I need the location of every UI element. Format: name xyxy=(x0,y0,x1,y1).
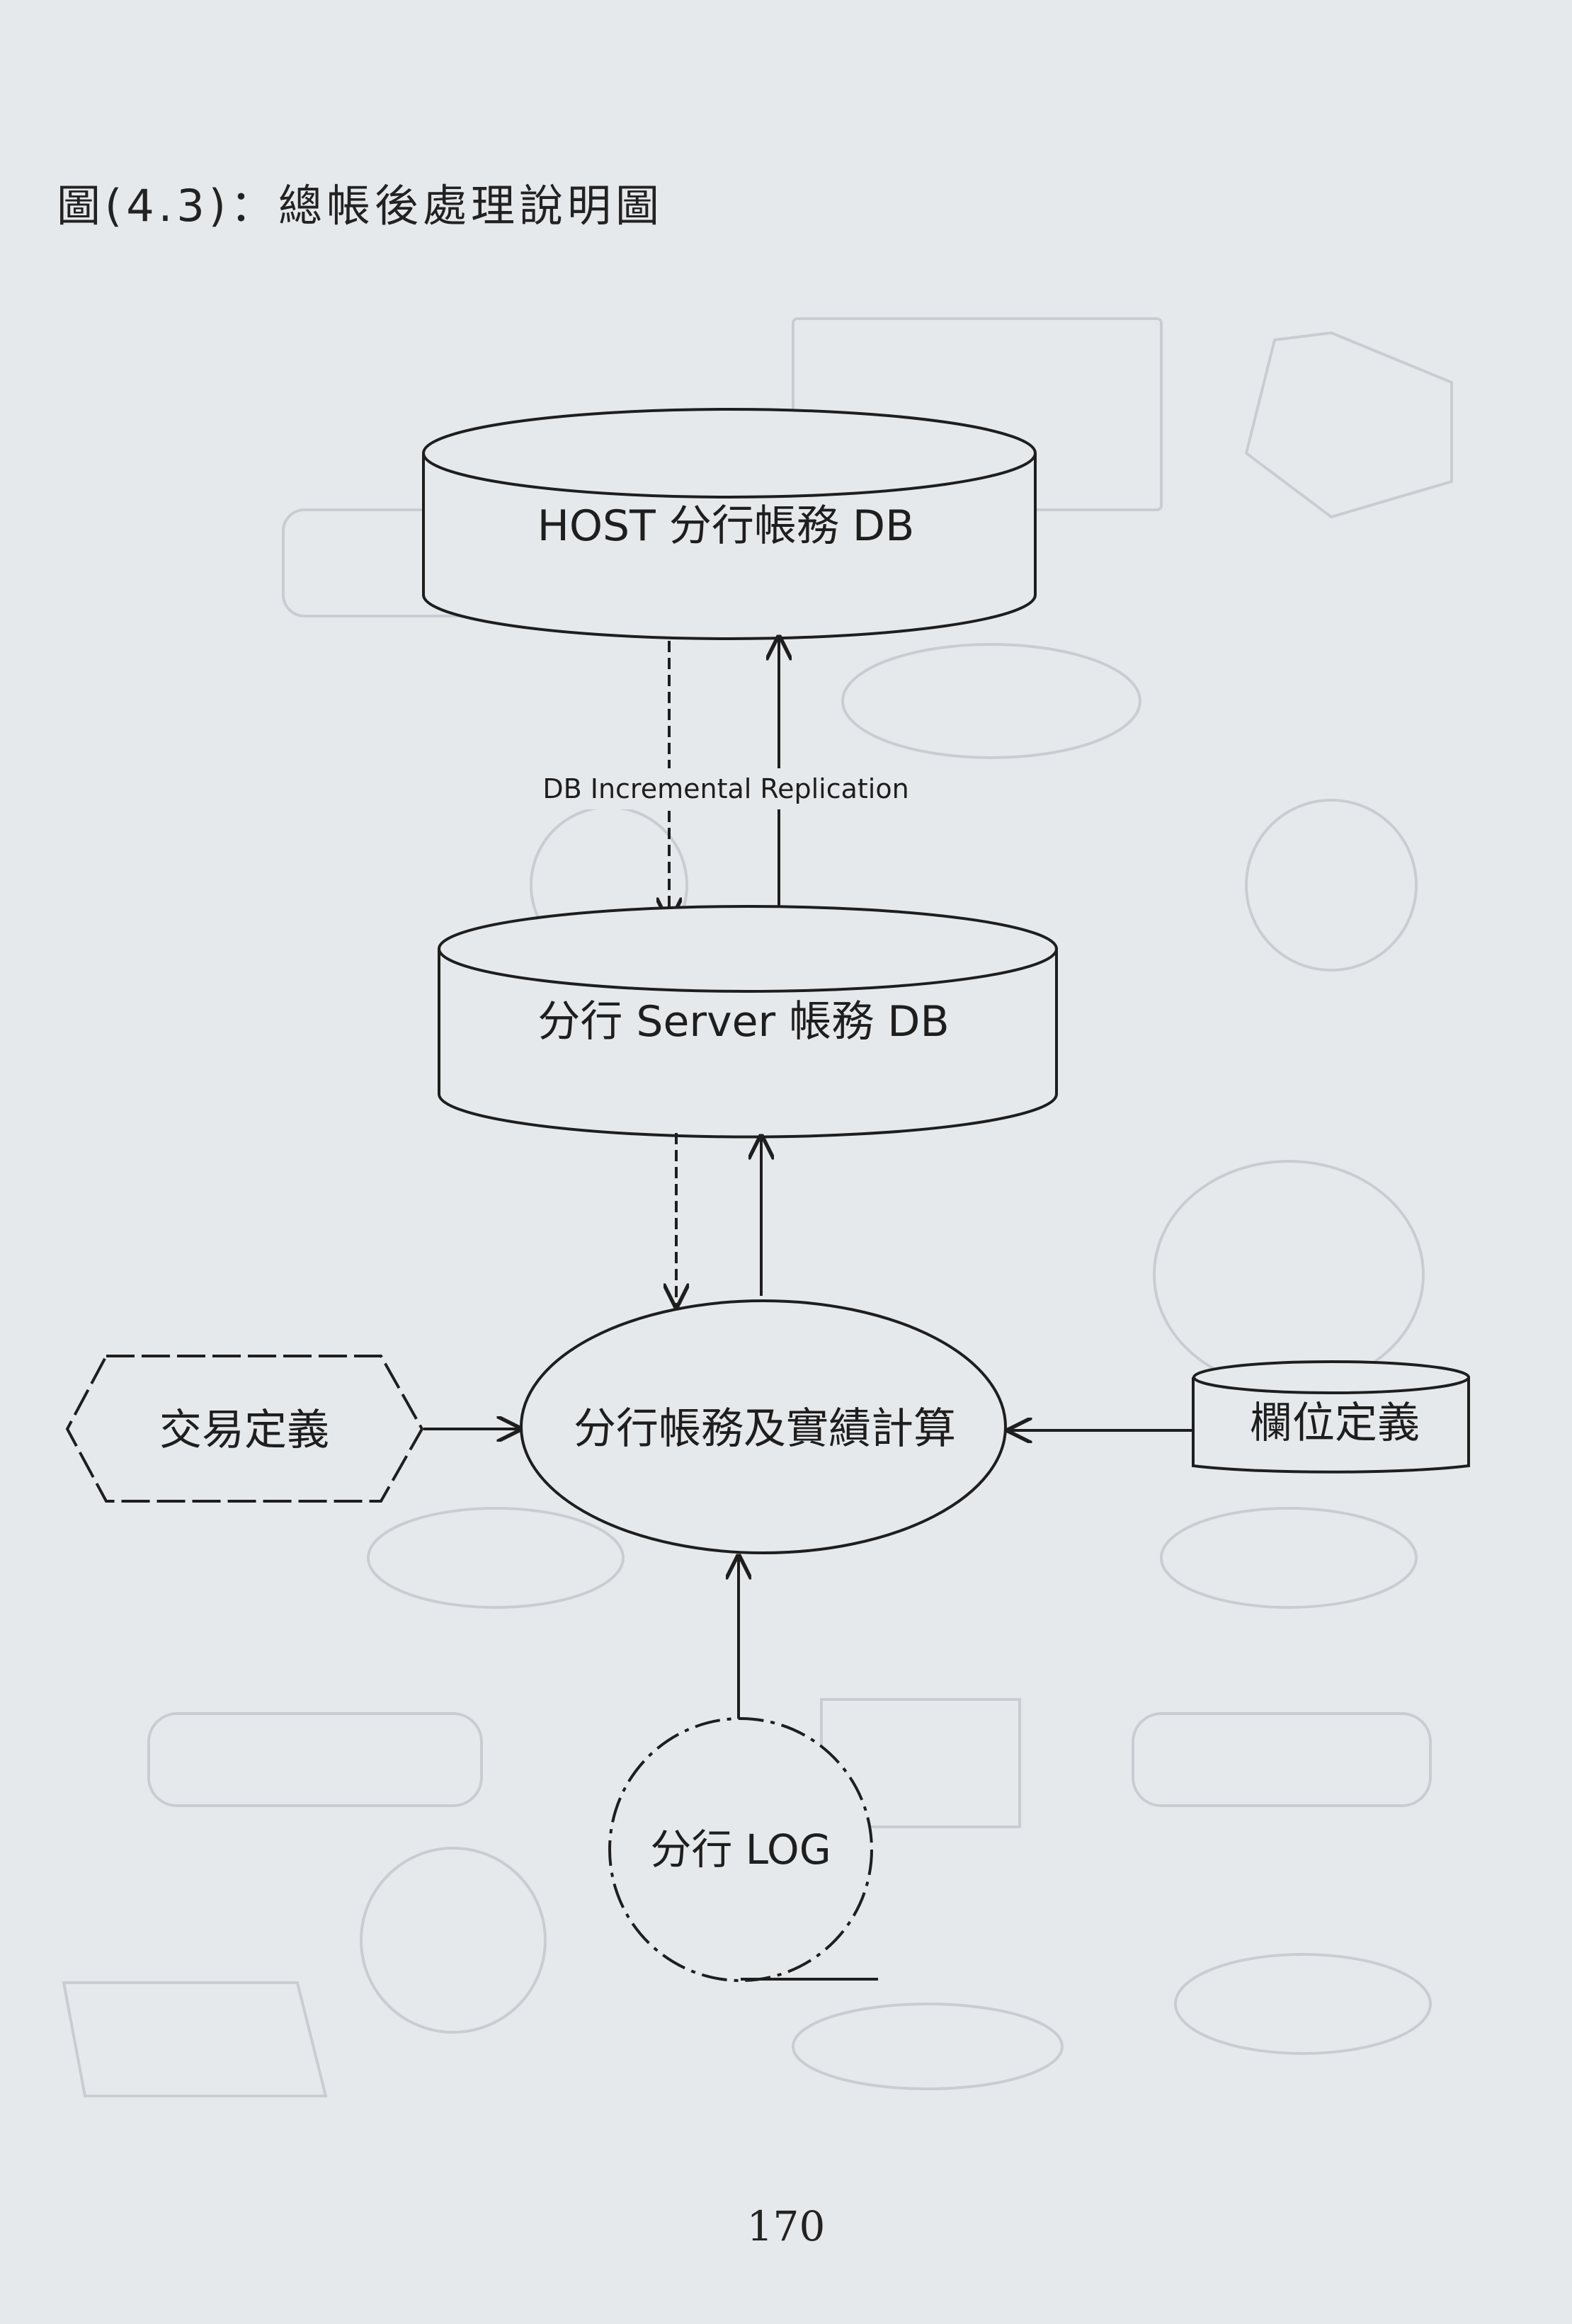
host-db-label: HOST 分行帳務 DB xyxy=(537,501,915,551)
server-db-cylinder: 分行 Server 帳務 DB xyxy=(438,905,1058,1139)
transaction-definition-hexagon: 交易定義 xyxy=(65,1355,424,1503)
field-definition-cylinder: 欄位定義 xyxy=(1192,1360,1470,1474)
host-db-cylinder: HOST 分行帳務 DB xyxy=(422,408,1037,640)
branch-log-circle: 分行 LOG xyxy=(608,1717,878,1982)
transaction-definition-label: 交易定義 xyxy=(159,1406,329,1455)
page-number: 170 xyxy=(746,2202,826,2250)
replication-label: DB Incremental Replication xyxy=(542,773,909,804)
server-db-label: 分行 Server 帳務 DB xyxy=(537,997,949,1047)
process-ellipse: 分行帳務及實績計算 xyxy=(520,1299,1007,1554)
process-label: 分行帳務及實績計算 xyxy=(574,1404,956,1454)
figure-caption: 圖(4.3)：總帳後處理說明圖 xyxy=(57,180,663,232)
branch-log-label: 分行 LOG xyxy=(650,1825,831,1874)
bleed-through-marks xyxy=(62,317,1453,2097)
field-definition-label: 欄位定義 xyxy=(1250,1399,1420,1448)
